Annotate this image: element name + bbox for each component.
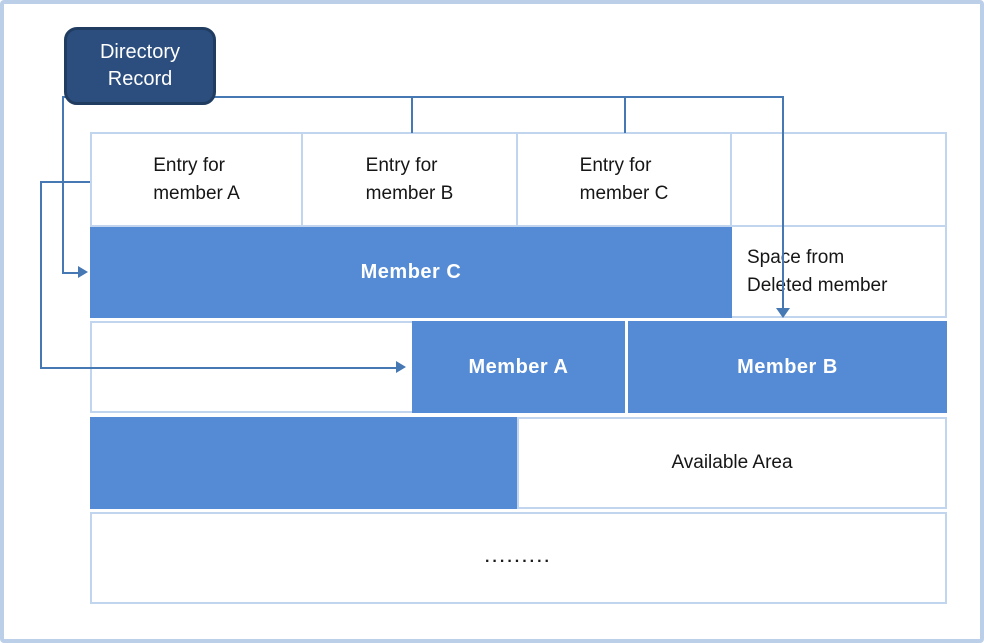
entry-cell-empty (730, 132, 947, 227)
available-area-cell: Available Area (517, 417, 947, 509)
entry-cell-member-b: Entry for member B (301, 132, 518, 227)
entry-member-c-label: Entry for member C (579, 154, 669, 204)
arrowhead-right-member-c-icon (78, 266, 88, 278)
continuation-dots-cell: ......... (90, 512, 947, 604)
directory-record-node: Directory Record (64, 27, 216, 105)
member-c-bar: Member C (90, 227, 732, 318)
connector-vertical-member-a (40, 181, 42, 369)
unused-space-bar (90, 417, 517, 509)
member-a-label: Member A (468, 355, 569, 378)
connector-entry-a-out (40, 181, 90, 183)
connector-stub-entry-c (624, 96, 626, 133)
connector-horizontal-member-a (40, 367, 398, 369)
member-b-bar: Member B (628, 321, 947, 413)
connector-top-horizontal (62, 96, 783, 98)
member-a-bar: Member A (412, 321, 625, 413)
entry-cell-member-a: Entry for member A (90, 132, 303, 227)
available-area-label: Available Area (671, 452, 793, 473)
connector-drop-member-b (782, 96, 784, 308)
arrowhead-down-icon (776, 308, 790, 318)
directory-record-label: Directory Record (99, 41, 180, 90)
entry-member-a-label: Entry for member A (153, 154, 240, 204)
space-from-deleted-cell: Space from Deleted member (730, 225, 947, 318)
arrowhead-right-member-a-icon (396, 361, 406, 373)
member-c-label: Member C (360, 261, 462, 283)
connector-stub-entry-b (411, 96, 413, 133)
connector-horizontal-member-c (62, 272, 80, 274)
entry-cell-member-c: Entry for member C (516, 132, 732, 227)
member-b-label: Member B (737, 355, 838, 378)
connector-vertical-member-c (62, 96, 64, 274)
continuation-dots-label: ......... (484, 549, 552, 566)
entry-member-b-label: Entry for member B (365, 154, 454, 204)
space-from-deleted-label: Space from Deleted member (747, 246, 888, 296)
